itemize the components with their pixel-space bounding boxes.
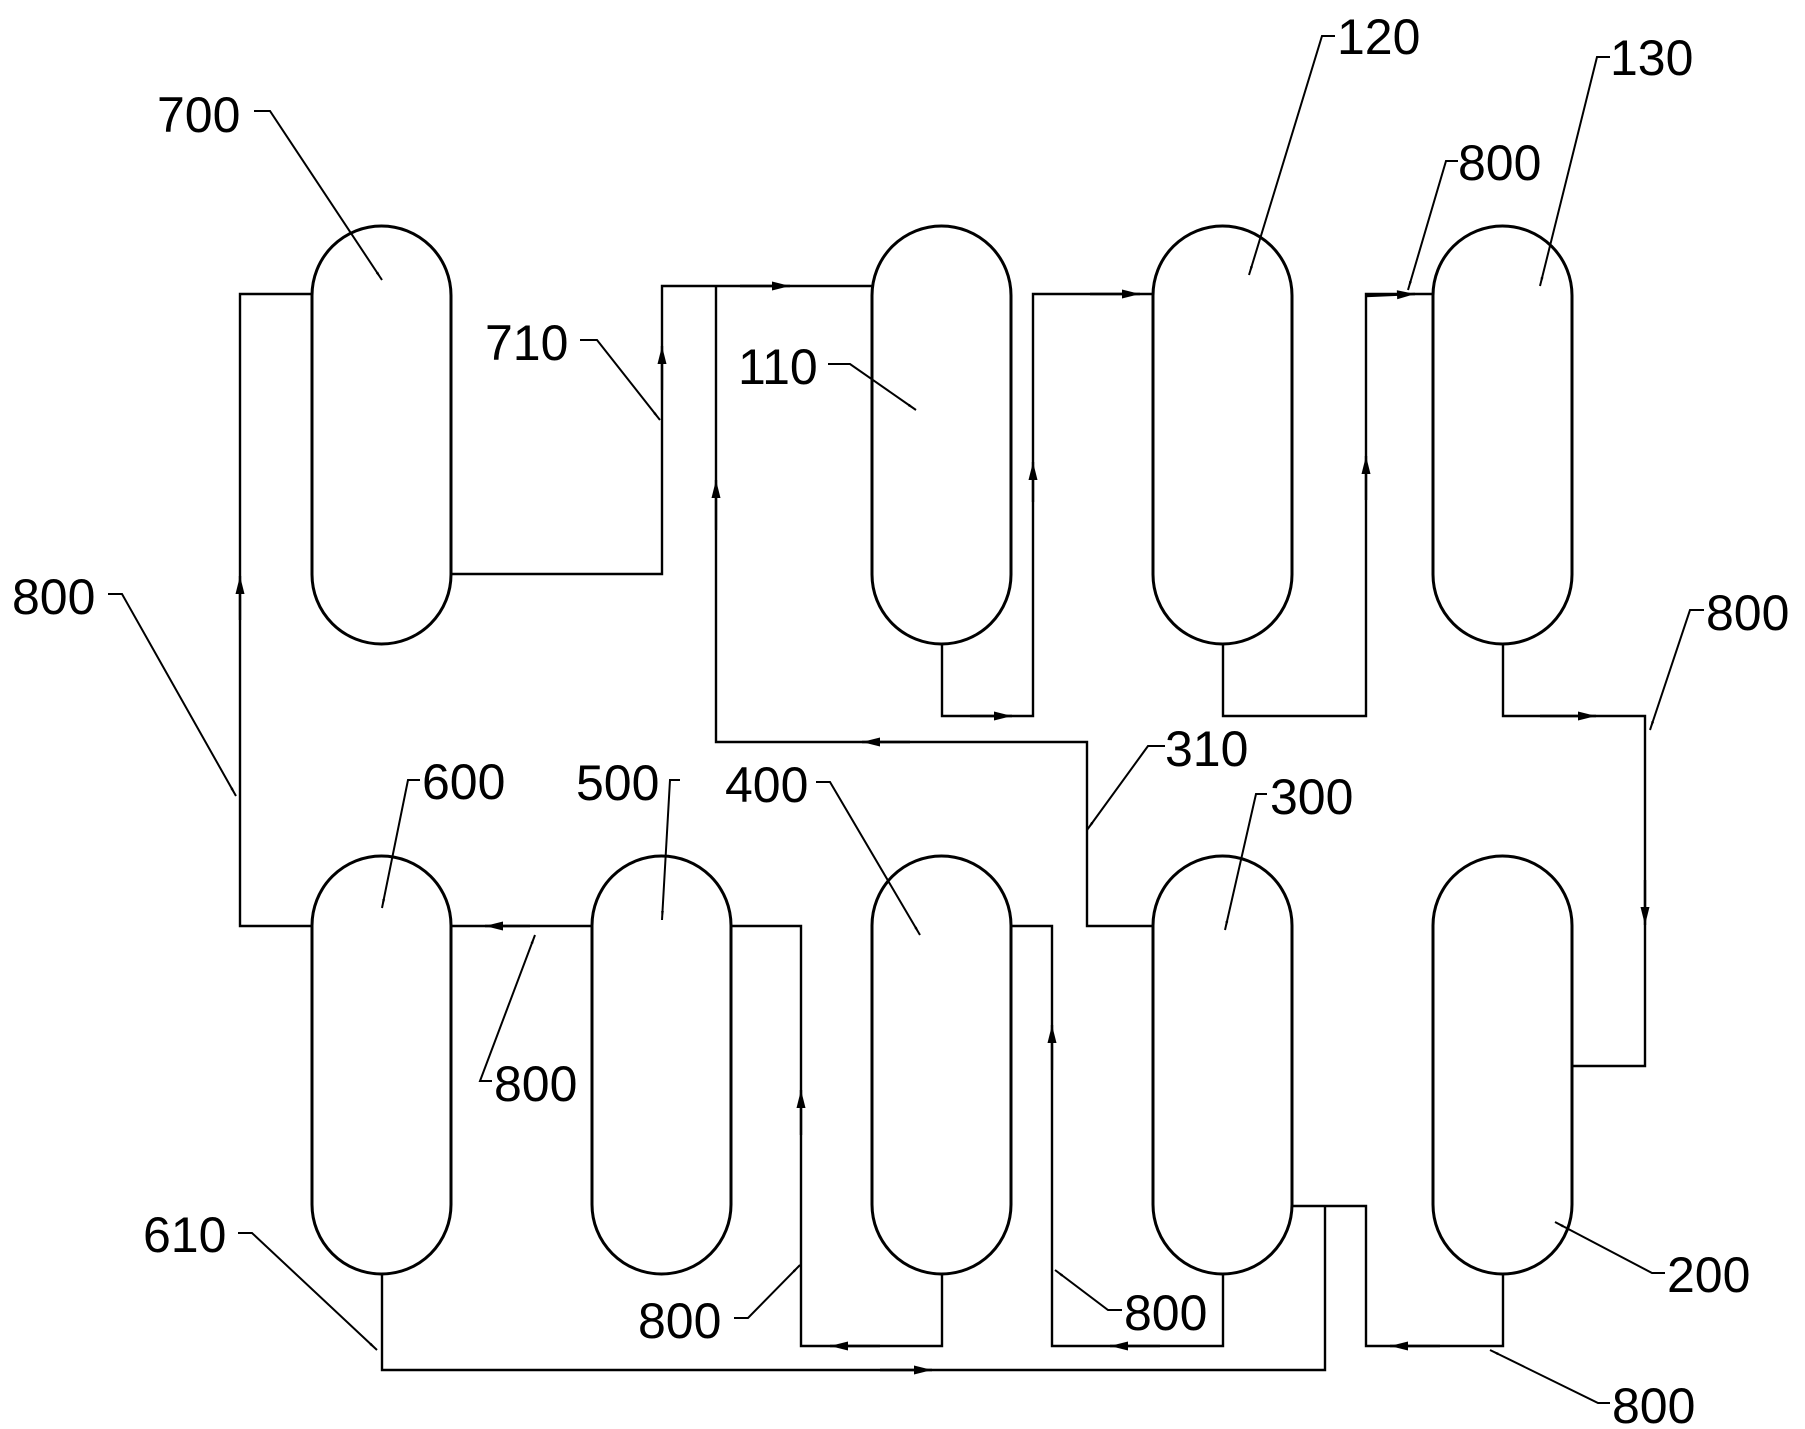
leader-800-top (1407, 160, 1458, 291)
label-600: 600 (422, 754, 505, 810)
label-500: 500 (576, 755, 659, 811)
leader-310 (1086, 745, 1165, 831)
label-200: 200 (1667, 1247, 1750, 1303)
leader-800-b3 (1489, 1349, 1610, 1404)
pipe-110-to-120 (940, 292, 1153, 718)
leader-710 (580, 339, 661, 421)
leader-120 (1248, 35, 1335, 276)
label-120: 120 (1337, 9, 1420, 65)
label-700: 700 (157, 87, 240, 143)
leader-300 (1224, 793, 1267, 931)
label-300: 300 (1270, 769, 1353, 825)
label-610: 610 (143, 1207, 226, 1263)
label-800-top: 800 (1458, 135, 1541, 191)
leader-800-left (108, 593, 237, 797)
leader-800-right (1649, 609, 1704, 731)
vessel-130 (1431, 224, 1574, 646)
label-110: 110 (738, 339, 818, 395)
leader-610 (238, 1232, 378, 1351)
label-800-left: 800 (12, 569, 95, 625)
label-310: 310 (1165, 721, 1248, 777)
vessel-400 (870, 854, 1013, 1276)
pipe-200-to-300 (1292, 1204, 1505, 1348)
vessel-600 (310, 854, 453, 1276)
leader-800-b1 (734, 1264, 801, 1319)
leader-500 (661, 779, 680, 921)
label-800-b3: 800 (1612, 1378, 1695, 1429)
pipe-300-to-110 (714, 286, 1153, 928)
leader-200 (1554, 1221, 1665, 1274)
label-130: 130 (1610, 30, 1693, 86)
pipe-130-to-200 (1501, 644, 1647, 1068)
pipe-400-to-500 (731, 924, 944, 1348)
label-800-right: 800 (1706, 585, 1789, 641)
pipe-600-to-300 (380, 1206, 1327, 1372)
vessel-300 (1151, 854, 1294, 1276)
vessel-200 (1431, 854, 1574, 1276)
vessel-500 (590, 854, 733, 1276)
vessel-110 (870, 224, 1013, 646)
pipe-600-to-700 (238, 292, 312, 928)
label-800-b2: 800 (1124, 1285, 1207, 1341)
leader-110 (828, 363, 917, 411)
label-800-b1: 800 (638, 1293, 721, 1349)
vessel-700 (310, 224, 453, 646)
leader-700 (254, 110, 383, 281)
pipe-300-to-400 (1011, 924, 1225, 1348)
leader-130 (1539, 56, 1610, 287)
label-800-mid: 800 (494, 1056, 577, 1112)
leader-600 (381, 779, 420, 909)
leader-800-mid (478, 934, 536, 1082)
label-400: 400 (725, 757, 808, 813)
leader-800-b2 (1054, 1269, 1122, 1311)
flow-arrow (1365, 290, 1416, 300)
vessel-120 (1151, 224, 1294, 646)
leader-400 (816, 781, 921, 936)
label-710: 710 (485, 315, 568, 371)
